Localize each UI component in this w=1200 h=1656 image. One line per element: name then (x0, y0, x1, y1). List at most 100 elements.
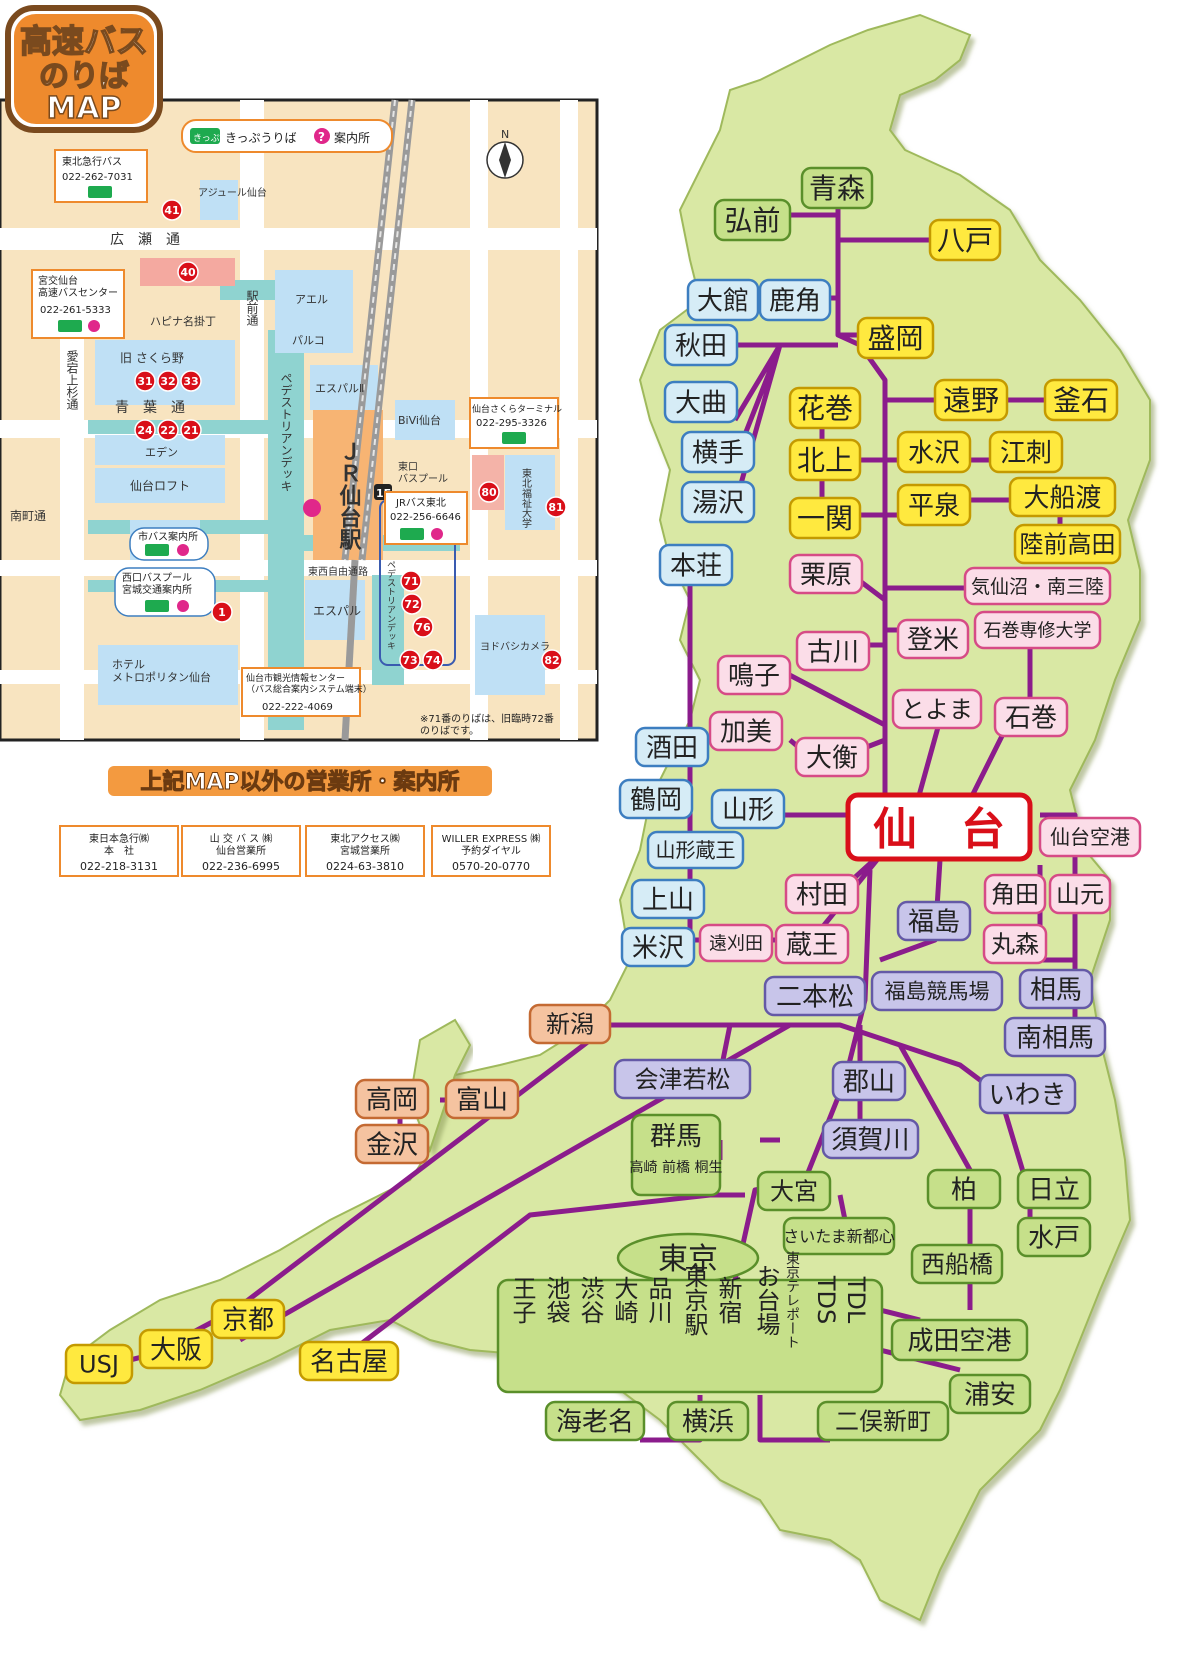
dest-ishinomaki: 石巻 (993, 696, 1069, 738)
road-east-west: 東西自由通路 (308, 565, 368, 578)
dest-yuzawa: 湯沢 (680, 480, 756, 524)
dest-usj: USJ (64, 1343, 134, 1385)
dest-label: 青森 (809, 172, 865, 205)
dest-label: 大阪 (150, 1335, 202, 1365)
dest-label: 二本松 (776, 982, 854, 1012)
dest-iwaki: いわき (978, 1073, 1077, 1115)
stop-number: 80 (481, 486, 497, 499)
tokyo-stop: 品川 (644, 1276, 672, 1324)
stop-number: 73 (402, 654, 417, 667)
dest-tsuruoka: 鶴岡 (618, 778, 694, 820)
stop-82: 82 (541, 649, 563, 671)
dest-tono: 遠野 (933, 378, 1009, 422)
dest-mizusawa: 水沢 (896, 430, 972, 474)
callout-miyako-name: 宮交仙台高速バスセンター (38, 274, 118, 299)
north-label: N (501, 128, 509, 141)
stop-31: 31 (134, 370, 156, 392)
road-deck: ペデストリアンデッキ (279, 372, 293, 492)
dest-naruko: 鳴子 (716, 654, 792, 696)
callout-jr-name: JRバス東北 (395, 496, 446, 509)
stop-number: 76 (415, 621, 431, 634)
bldg-tohoku-fukushi: 東北福祉大学 (520, 467, 532, 528)
dest-hanamaki: 花巻 (788, 386, 862, 430)
dest-label: 本荘 (670, 551, 722, 581)
dest-keiba: 福島競馬場 (870, 970, 1004, 1012)
dest-label: 金沢 (366, 1130, 418, 1160)
dest-label: 陸前高田 (1020, 531, 1116, 559)
dest-yamamoto: 山元 (1048, 873, 1112, 915)
dest-hirosaki: 弘前 (713, 198, 792, 242)
dest-label: 須賀川 (831, 1125, 909, 1155)
dest-label: 会津若松 (635, 1066, 731, 1094)
bldg-ajul: アジュール仙台 (198, 186, 267, 199)
dest-label: 福島競馬場 (885, 980, 990, 1004)
dest-omagari: 大曲 (663, 380, 739, 424)
dest-hachinohe: 八戸 (928, 218, 1002, 262)
dest-label: 丸森 (991, 931, 1039, 959)
dest-label: 八戸 (937, 224, 993, 257)
dest-label: 仙台空港 (1050, 825, 1130, 849)
dest-label: 大館 (697, 286, 749, 316)
dest-yokote: 横手 (680, 430, 756, 474)
legend-ticket-label: きっぷうりば (225, 131, 297, 145)
dest-label: 山形 (722, 795, 774, 825)
dest-label: 上山 (642, 885, 694, 915)
stop-73: 73 (399, 649, 421, 671)
dest-kurihara: 栗原 (788, 553, 864, 595)
dest-kaminoyama: 上山 (630, 878, 706, 920)
dest-label: 大曲 (675, 388, 727, 418)
dest-morioka: 盛岡 (856, 316, 935, 360)
dest-nihonmatsu: 二本松 (763, 975, 867, 1017)
dest-osaka: 大阪 (138, 1328, 214, 1370)
office-tel: 022-218-3131 (80, 860, 158, 873)
dest-label: 新潟 (546, 1011, 594, 1039)
dest-label: いわき (988, 1080, 1066, 1110)
stop-71: 71 (400, 570, 422, 592)
dest-label: 米沢 (632, 933, 684, 963)
stop-number: 32 (160, 375, 175, 388)
stop-40: 40 (177, 261, 199, 283)
stop-32: 32 (157, 370, 179, 392)
dest-kamaishi: 釜石 (1043, 378, 1119, 422)
stop-number: 33 (183, 375, 198, 388)
callout-tokyu-tel: 022-262-7031 (62, 172, 133, 183)
dest-label: 横手 (692, 438, 744, 468)
dest-label: 北上 (797, 444, 853, 477)
stop-number: 24 (137, 424, 153, 437)
dest-label: 石巻 (1005, 703, 1057, 733)
stop-22: 22 (157, 419, 179, 441)
dest-zao_y: 山形蔵王 (646, 830, 745, 870)
tokyo-stop: お台場 (752, 1264, 780, 1336)
dest-label: 加美 (720, 717, 772, 747)
dest-airport: 仙台空港 (1038, 816, 1142, 858)
dest-label: 大船渡 (1023, 483, 1101, 513)
dest-label: 鹿角 (769, 286, 821, 316)
dest-label: 相馬 (1030, 975, 1082, 1005)
tokyo-stop: 東京テレポート (784, 1251, 800, 1349)
legend-info-label: 案内所 (334, 130, 370, 145)
dest-label: 水沢 (908, 438, 960, 468)
dest-omiya: 大宮 (756, 1170, 832, 1212)
dest-furukawa: 古川 (795, 630, 871, 672)
dest-kyoto: 京都 (210, 1298, 286, 1340)
dest-label: 鶴岡 (630, 785, 682, 815)
dest-akita: 秋田 (663, 323, 739, 367)
road-atago: 愛宕上杉通 (65, 350, 79, 410)
dest-niigata: 新潟 (528, 1003, 612, 1045)
stop-24: 24 (134, 419, 156, 441)
callout-kanko-name: 仙台市観光情報センター（バス総合案内システム端末） (246, 672, 372, 695)
bldg-sakurano: 旧 さくら野 (120, 351, 184, 365)
stop-74: 74 (422, 649, 444, 671)
dest-label: 一関 (797, 502, 853, 535)
stop-80: 80 (478, 481, 500, 503)
office-tel: 0570-20-0770 (452, 860, 530, 873)
dest-senshu: 石巻専修大学 (973, 610, 1102, 650)
tokyo-stop: 新宿 (714, 1276, 742, 1324)
dest-mito: 水戸 (1016, 1216, 1092, 1258)
dest-yamagata: 山形 (710, 788, 786, 830)
stop-number: 1 (218, 606, 226, 619)
